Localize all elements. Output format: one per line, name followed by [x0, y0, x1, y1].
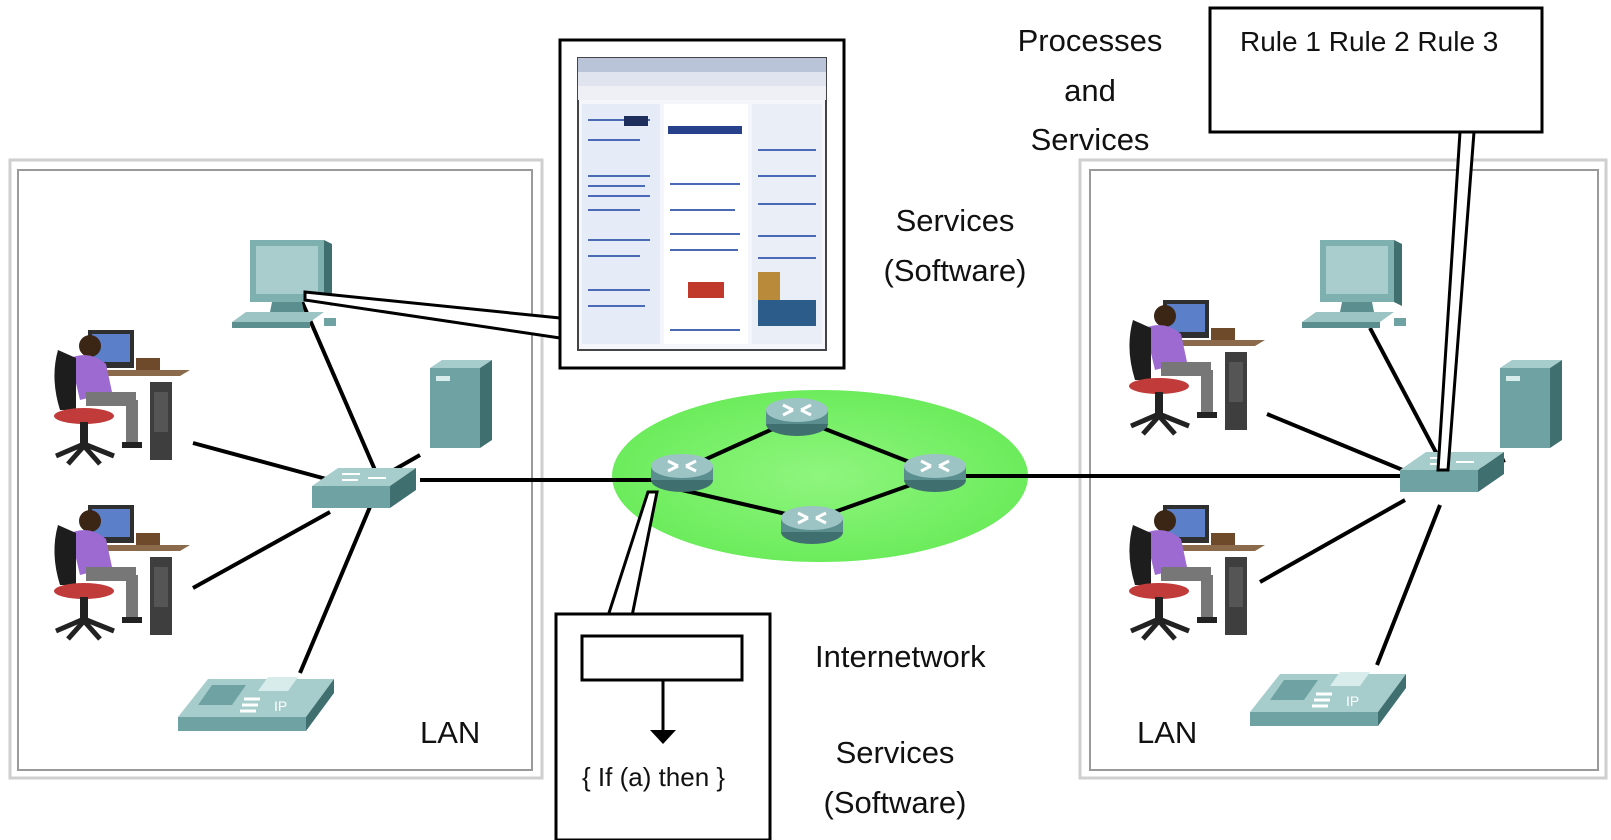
user-workstation-icon: [54, 505, 190, 639]
server-icon: [1500, 360, 1562, 448]
lan-left-outer-frame: [8, 158, 544, 780]
router-icon: [902, 452, 968, 494]
server-icon: [430, 360, 492, 448]
lan-right-outer-frame: [1078, 158, 1608, 780]
user-workstation-icon: [1129, 505, 1265, 639]
pc-icon: [1302, 240, 1406, 328]
lan-left-frame: [17, 169, 533, 771]
user-workstation-icon: [54, 330, 190, 464]
if-then-text: { If (a) then }: [582, 762, 726, 792]
pc-icon: [232, 240, 336, 328]
arrow-down-icon: [650, 730, 676, 744]
router-icon: [779, 504, 845, 546]
lan-right-label: LAN: [1137, 715, 1198, 750]
router-icon: [649, 452, 715, 494]
rules-text: Rule 1 Rule 2 Rule 3: [1240, 26, 1499, 57]
lan-right-frame: [1089, 169, 1599, 771]
services-software-top-label: Services (Software): [883, 203, 1027, 288]
services-software-bottom-label: Services (Software): [823, 735, 967, 820]
internetwork-label: Internetwork: [815, 639, 986, 674]
router-icon: [764, 396, 830, 438]
internetwork-cloud: [612, 390, 1028, 562]
condition-box: [580, 634, 744, 682]
switch-icon: [311, 467, 417, 509]
web-page-callout: [303, 38, 846, 370]
processes-and-services-label: Processes and Services: [1017, 23, 1163, 158]
rules-callout: [1208, 6, 1544, 472]
ip-phone-icon: [1248, 670, 1408, 728]
lan-left-label: LAN: [420, 715, 481, 750]
if-then-callout: [554, 490, 772, 840]
switch-icon: [1399, 451, 1505, 493]
ip-phone-icon: [176, 675, 336, 733]
user-workstation-icon: [1129, 300, 1265, 434]
